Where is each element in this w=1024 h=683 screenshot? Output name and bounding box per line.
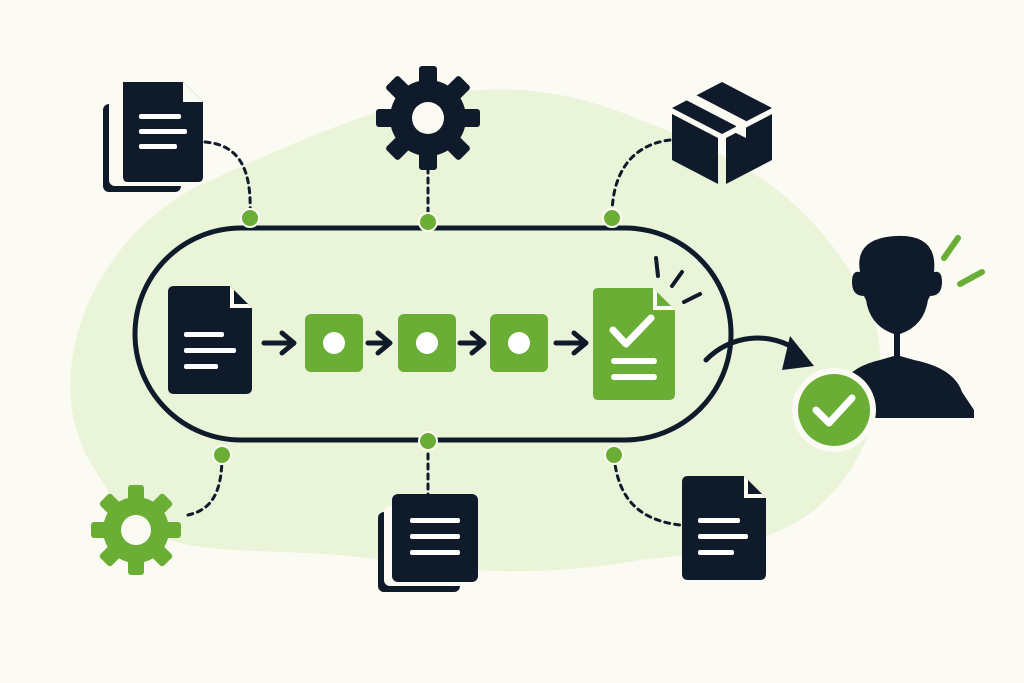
node-dot (240, 208, 260, 228)
attention-lines-icon (941, 235, 985, 287)
package-box-icon (672, 82, 772, 184)
node-dot (212, 445, 232, 465)
approved-document-icon (593, 288, 675, 400)
arrow-right-icon (457, 330, 487, 356)
process-step (398, 314, 456, 372)
connector-bottom-left (186, 454, 224, 517)
output-arrow-icon (703, 335, 814, 370)
node-dot (418, 212, 438, 232)
arrow-right-icon (261, 330, 297, 356)
node-dot (602, 208, 622, 228)
connector-top-left (203, 140, 252, 218)
flow-arrows (261, 330, 589, 356)
connector-bottom-right (612, 454, 682, 527)
node-dot (604, 445, 624, 465)
documents-stack-icon (103, 82, 203, 192)
arrow-right-icon (365, 330, 393, 356)
node-dot (418, 431, 438, 451)
gear-icon (376, 66, 480, 170)
arrow-right-icon (553, 330, 589, 356)
background-blob (70, 89, 881, 572)
sparkle-icon (654, 256, 702, 304)
document-icon (682, 476, 766, 580)
connector-top-right (610, 138, 672, 218)
documents-stack-icon (378, 494, 478, 592)
user-icon (840, 235, 974, 418)
check-mark-icon (609, 314, 655, 348)
process-step (305, 314, 363, 372)
check-circle-icon (792, 368, 876, 452)
gear-icon (91, 485, 181, 575)
input-document-icon (168, 286, 252, 394)
process-step (490, 314, 548, 372)
connectors (186, 138, 682, 527)
connector-nodes (212, 208, 624, 465)
